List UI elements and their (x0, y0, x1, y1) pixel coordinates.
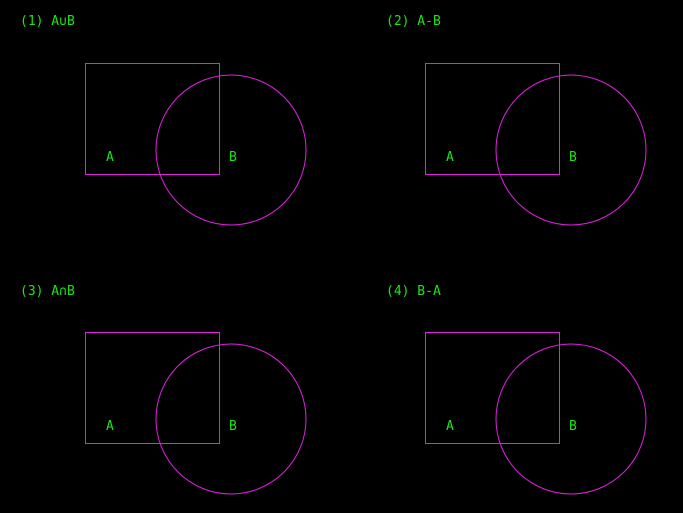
panel-2-label-b: B (569, 150, 577, 165)
panel-4: (4) B-A A B (386, 284, 647, 495)
panel-3: (3) A∩B A B (20, 284, 307, 495)
panel-3-title: (3) A∩B (20, 284, 75, 299)
panel-4-label-b: B (569, 419, 577, 434)
panel-1-circle-b (155, 74, 307, 226)
panel-2-title: (2) A-B (386, 14, 441, 29)
panel-3-circle-b (155, 343, 307, 495)
panel-2-rectangle-a (425, 63, 560, 175)
panel-1-label-a: A (106, 150, 114, 165)
panel-4-circle-b (495, 343, 647, 495)
panel-1: (1) A∪B A B (20, 14, 307, 226)
panel-3-rectangle-a (85, 332, 220, 444)
panel-1-title: (1) A∪B (20, 14, 75, 29)
panel-2-circle-b (495, 74, 647, 226)
panel-4-label-a: A (446, 419, 454, 434)
panel-1-rectangle-a (85, 63, 220, 175)
panel-2: (2) A-B A B (386, 14, 647, 226)
panel-4-title: (4) B-A (386, 284, 441, 299)
panel-1-label-b: B (229, 150, 237, 165)
panel-4-rectangle-a (425, 332, 560, 444)
panel-3-label-b: B (229, 419, 237, 434)
panel-3-label-a: A (106, 419, 114, 434)
panel-2-label-a: A (446, 150, 454, 165)
